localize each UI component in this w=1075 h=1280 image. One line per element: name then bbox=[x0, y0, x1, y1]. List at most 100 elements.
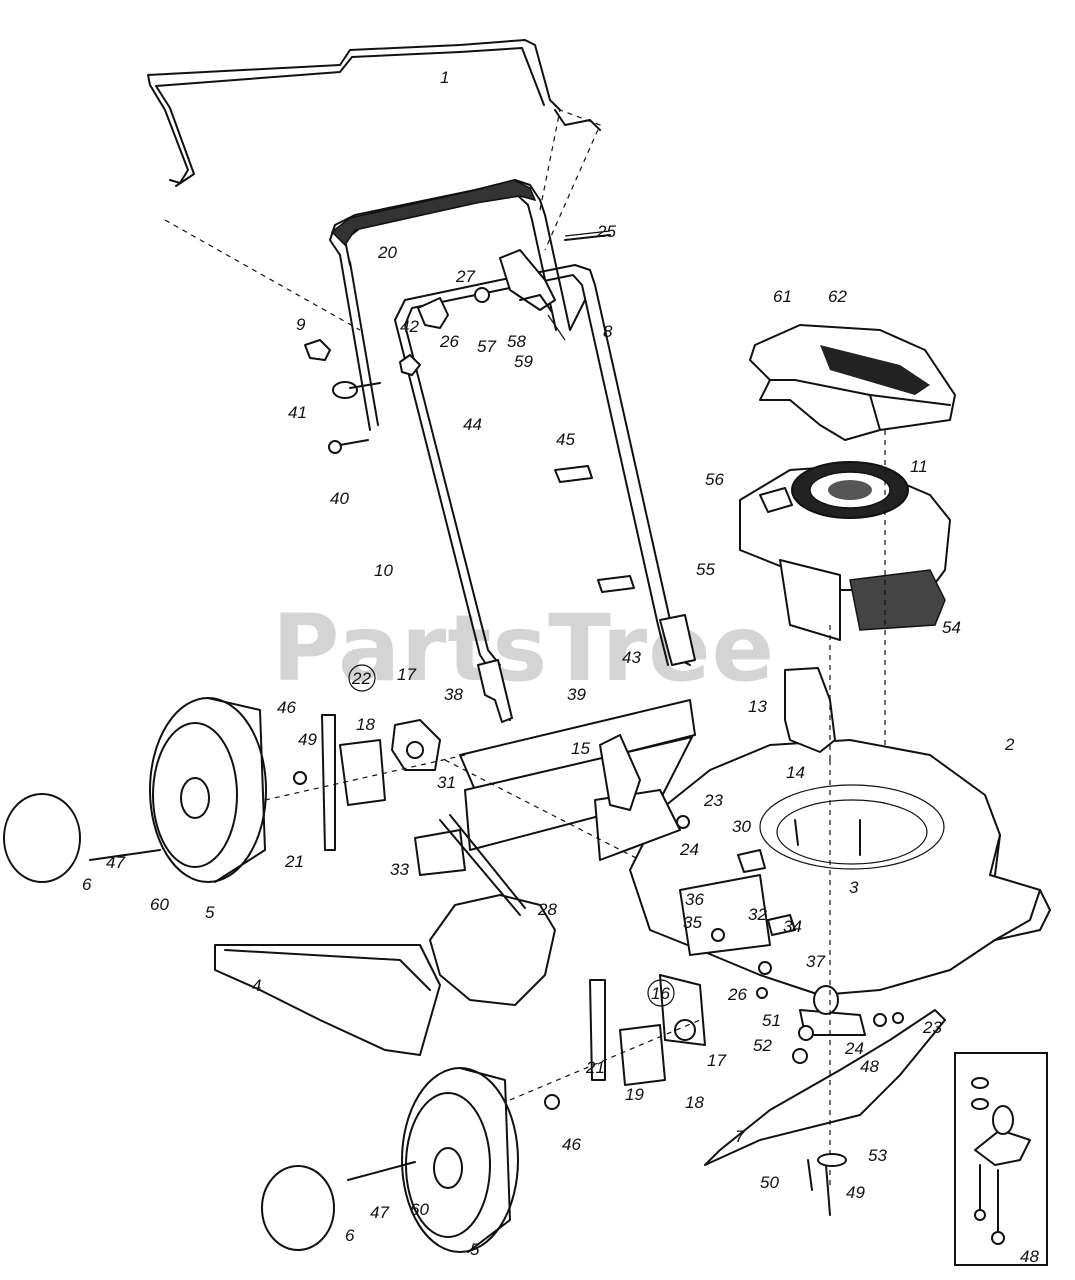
rear-door bbox=[429, 894, 556, 1006]
rear-skirt bbox=[459, 699, 696, 861]
part-label-p23b: 23 bbox=[922, 1018, 942, 1037]
watermark-text: PartsTree bbox=[272, 595, 775, 702]
front-hubcap bbox=[261, 1165, 335, 1251]
part-label-p9: 9 bbox=[296, 315, 306, 334]
part-label-p21b: 21 bbox=[585, 1058, 605, 1077]
part-label-p45: 45 bbox=[556, 430, 575, 449]
deck-hardware bbox=[414, 814, 904, 1064]
part-label-p34: 34 bbox=[783, 917, 802, 936]
side-discharge-chute bbox=[214, 944, 441, 1056]
part-label-p40: 40 bbox=[330, 489, 349, 508]
part-label-p14: 14 bbox=[786, 763, 805, 782]
part-label-p62: 62 bbox=[828, 287, 847, 306]
front-washer bbox=[544, 1094, 560, 1110]
part-label-p52: 52 bbox=[753, 1036, 772, 1055]
part-label-p46b: 46 bbox=[562, 1135, 581, 1154]
height-adjusters bbox=[321, 714, 706, 1086]
part-label-p30: 30 bbox=[732, 817, 751, 836]
part-label-p4: 4 bbox=[252, 976, 261, 995]
part-label-p10: 10 bbox=[374, 561, 393, 580]
part-label-p61: 61 bbox=[773, 287, 792, 306]
part-label-p6a: 6 bbox=[82, 875, 92, 894]
rear-axle-bolt bbox=[89, 849, 161, 861]
part-label-p26a: 26 bbox=[439, 332, 459, 351]
part-label-p53: 53 bbox=[868, 1146, 887, 1165]
callout-circle-p22 bbox=[348, 664, 376, 692]
control-bracket bbox=[474, 109, 601, 341]
front-wheel bbox=[401, 1067, 519, 1253]
part-label-p22: 22 bbox=[351, 669, 371, 688]
part-label-p35: 35 bbox=[683, 913, 702, 932]
part-label-p11: 11 bbox=[910, 457, 928, 476]
part-label-p47b: 47 bbox=[370, 1203, 389, 1222]
handle-hardware bbox=[304, 230, 635, 593]
part-label-p57: 57 bbox=[477, 337, 496, 356]
part-label-p49a: 49 bbox=[298, 730, 317, 749]
rear-hubcap bbox=[3, 793, 81, 883]
part-label-p49b: 49 bbox=[846, 1183, 865, 1202]
part-label-p48b: 48 bbox=[1020, 1247, 1039, 1266]
mower-deck bbox=[629, 739, 1051, 996]
engine-mount-bracket bbox=[784, 667, 836, 753]
part-label-p28: 28 bbox=[537, 900, 557, 919]
part-label-p31: 31 bbox=[437, 773, 456, 792]
part-label-p13: 13 bbox=[748, 697, 767, 716]
callout-circle-p16 bbox=[647, 979, 675, 1007]
rear-wheel bbox=[149, 697, 267, 883]
part-label-p23a: 23 bbox=[703, 791, 723, 810]
part-label-p59: 59 bbox=[514, 352, 533, 371]
middle-handle bbox=[329, 179, 586, 431]
part-label-p17a: 17 bbox=[397, 665, 416, 684]
part-label-p2: 2 bbox=[1004, 735, 1015, 754]
engine bbox=[739, 461, 951, 641]
alignment-lines bbox=[164, 219, 886, 1101]
part-label-p48a: 48 bbox=[860, 1057, 879, 1076]
part-label-p18a: 18 bbox=[356, 715, 375, 734]
part-label-p44: 44 bbox=[463, 415, 482, 434]
part-label-p54: 54 bbox=[942, 618, 961, 637]
part-label-p56: 56 bbox=[705, 470, 724, 489]
part-label-p55: 55 bbox=[696, 560, 715, 579]
blade-adapter-inset bbox=[954, 1052, 1048, 1266]
engine-shroud bbox=[749, 324, 956, 441]
part-label-p1: 1 bbox=[440, 68, 449, 87]
part-label-p20: 20 bbox=[377, 243, 397, 262]
part-label-p5a: 5 bbox=[205, 903, 215, 922]
part-label-p60a: 60 bbox=[150, 895, 169, 914]
part-label-p39: 39 bbox=[567, 685, 586, 704]
part-label-p50: 50 bbox=[760, 1173, 779, 1192]
part-label-p33: 33 bbox=[390, 860, 409, 879]
upper-handle bbox=[147, 39, 601, 187]
blade-assembly bbox=[704, 760, 946, 1216]
part-label-p17b: 17 bbox=[707, 1051, 726, 1070]
part-label-p32: 32 bbox=[748, 905, 767, 924]
part-label-p60b: 60 bbox=[410, 1200, 429, 1219]
rear-washer bbox=[293, 771, 307, 785]
part-label-p6b: 6 bbox=[345, 1226, 355, 1245]
part-label-p7: 7 bbox=[735, 1127, 745, 1146]
part-label-p41: 41 bbox=[288, 403, 307, 422]
part-label-p21a: 21 bbox=[284, 852, 304, 871]
part-label-p24a: 24 bbox=[679, 840, 699, 859]
part-label-p5b: 5 bbox=[470, 1240, 480, 1259]
part-label-p51: 51 bbox=[762, 1011, 781, 1030]
part-label-p36: 36 bbox=[685, 890, 704, 909]
part-label-p43: 43 bbox=[622, 648, 641, 667]
part-label-p25: 25 bbox=[596, 222, 616, 241]
front-axle-bolt bbox=[347, 1161, 416, 1181]
part-label-p16: 16 bbox=[651, 984, 670, 1003]
part-label-p26b: 26 bbox=[727, 985, 747, 1004]
part-label-p37: 37 bbox=[806, 952, 825, 971]
part-label-p18b: 18 bbox=[685, 1093, 704, 1112]
part-label-p3: 3 bbox=[849, 878, 859, 897]
part-label-p24b: 24 bbox=[844, 1039, 864, 1058]
part-label-p38: 38 bbox=[444, 685, 463, 704]
part-label-p8: 8 bbox=[603, 322, 613, 341]
lower-handle bbox=[394, 264, 696, 723]
part-label-p27: 27 bbox=[455, 267, 475, 286]
part-label-p19: 19 bbox=[625, 1085, 644, 1104]
part-label-p47a: 47 bbox=[106, 853, 125, 872]
